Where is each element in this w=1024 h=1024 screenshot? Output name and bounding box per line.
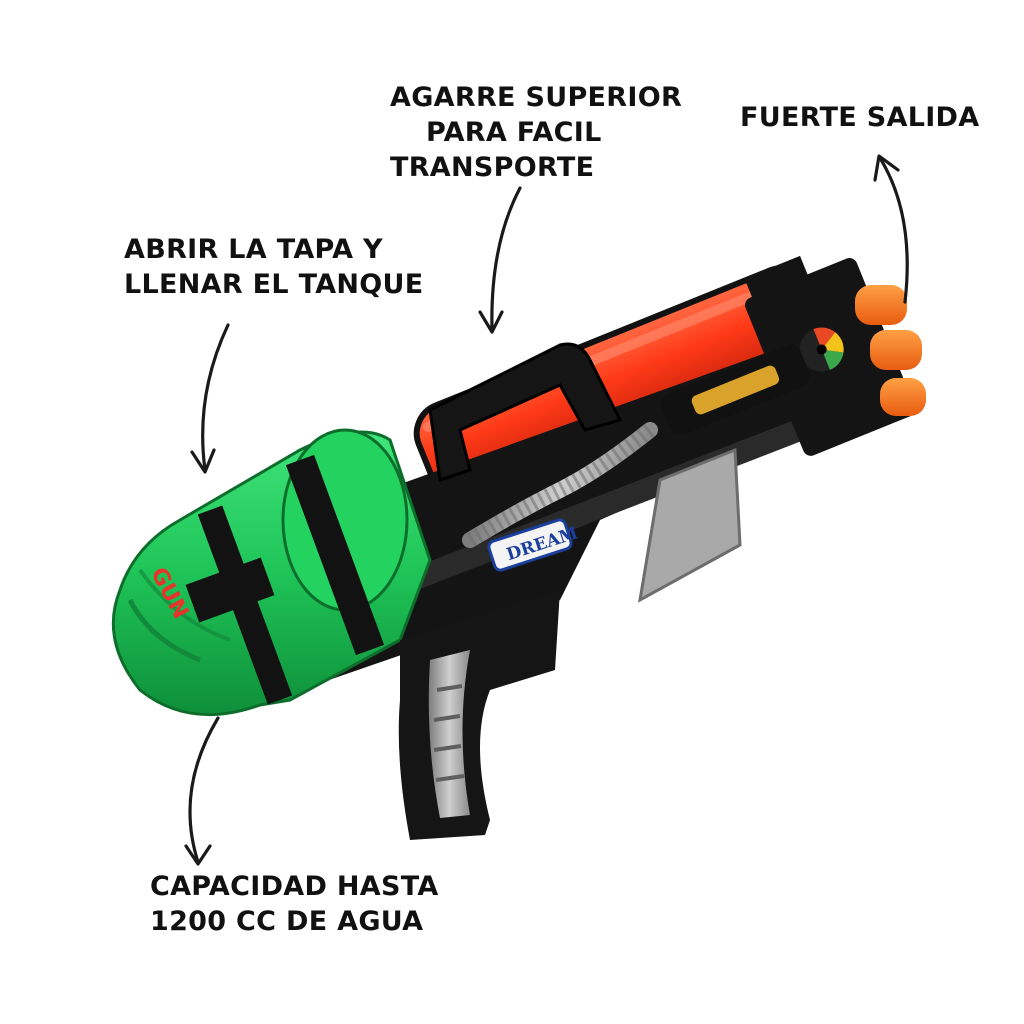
carry-handle	[428, 342, 623, 482]
annotation-line: TRANSPORTE	[390, 152, 595, 183]
annotation-line: 1200 CC DE AGUA	[150, 906, 424, 937]
annotation-strong-output: FUERTE SALIDA	[740, 100, 979, 135]
pistol-grip	[398, 590, 560, 840]
annotation-line: LLENAR EL TANQUE	[124, 269, 424, 300]
water-gun: DREAM GUN	[111, 255, 926, 840]
annotation-arrows	[184, 154, 909, 866]
annotation-capacity: CAPACIDAD HASTA 1200 CC DE AGUA	[150, 869, 439, 939]
water-tank: GUN	[111, 428, 432, 717]
annotation-line: AGARRE SUPERIOR	[390, 82, 683, 113]
dream-logo: DREAM	[487, 518, 581, 572]
arrow-open-lid	[201, 323, 230, 472]
annotation-top-grip: AGARRE SUPERIOR PARA FACIL TRANSPORTE	[390, 80, 682, 185]
arrow-capacity	[188, 716, 220, 864]
arrow-strong-output	[878, 156, 909, 304]
annotation-open-lid: ABRIR LA TAPA Y LLENAR EL TANQUE	[124, 232, 424, 302]
annotation-line: PARA FACIL	[426, 117, 602, 148]
nozzles	[855, 285, 926, 416]
pressure-chamber	[660, 344, 811, 436]
annotation-line: FUERTE SALIDA	[740, 102, 980, 133]
annotation-line: ABRIR LA TAPA Y	[124, 234, 383, 265]
side-plate	[638, 447, 742, 603]
annotation-line: CAPACIDAD HASTA	[150, 871, 439, 902]
arrow-top-grip	[490, 186, 522, 332]
